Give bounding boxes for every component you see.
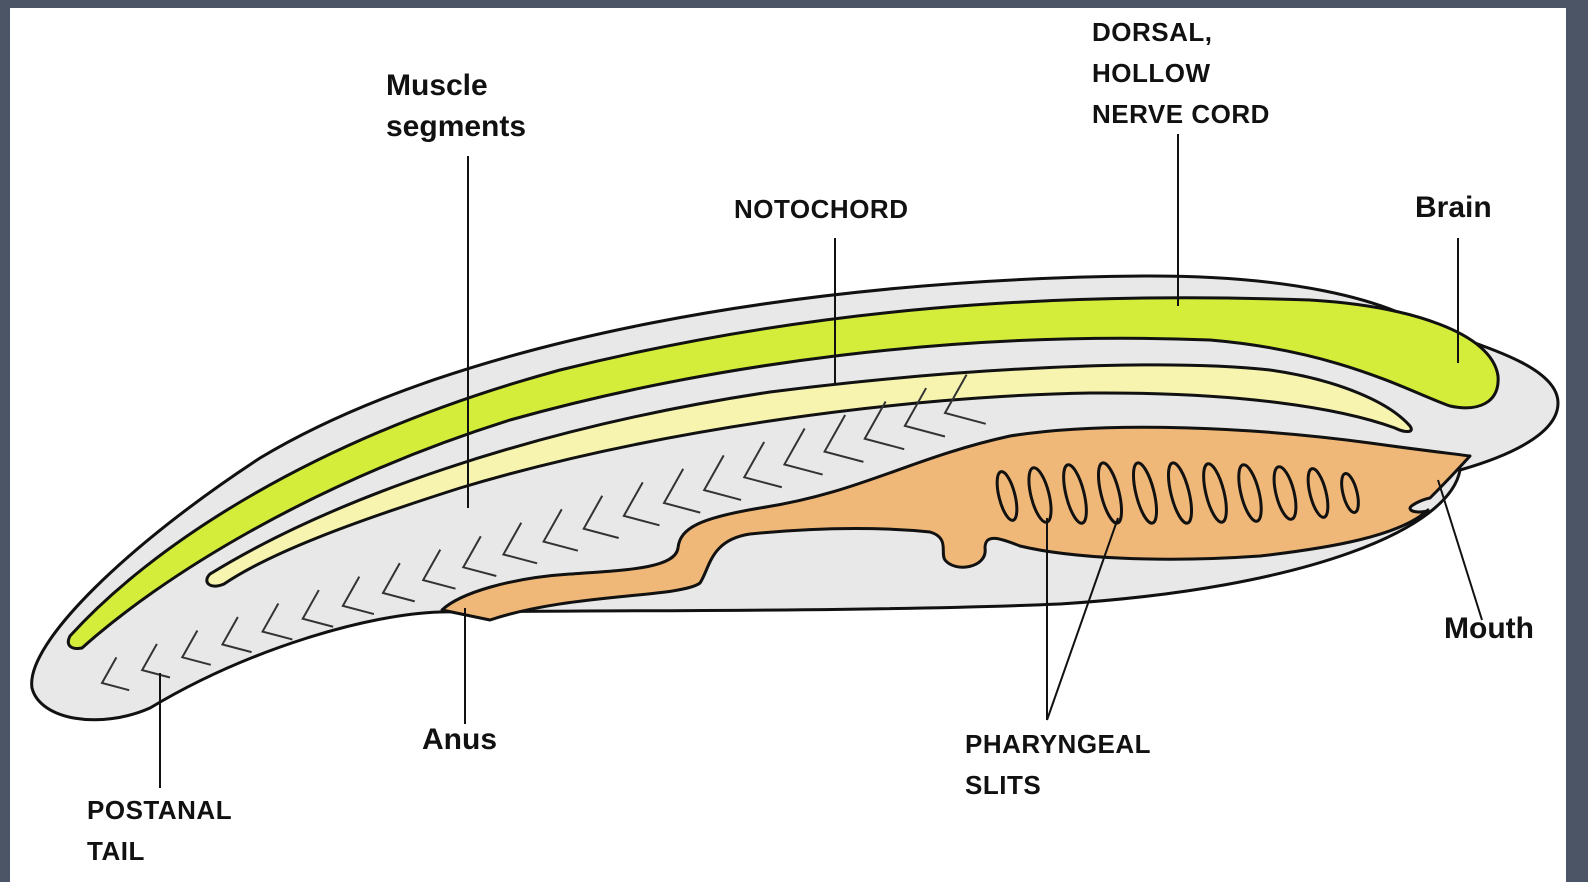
- diagram-frame: Muscle segments DORSAL, HOLLOW NERVE COR…: [10, 8, 1566, 882]
- label-line: Muscle: [386, 65, 526, 106]
- label-line: Mouth: [1444, 608, 1534, 649]
- label-line: Brain: [1415, 187, 1492, 228]
- label-anus: Anus: [422, 719, 497, 760]
- chordate-diagram: [10, 8, 1566, 882]
- label-postanal-tail: POSTANAL TAIL: [87, 790, 232, 872]
- label-line: segments: [386, 106, 526, 147]
- label-line: NERVE CORD: [1092, 94, 1270, 135]
- label-line: DORSAL,: [1092, 12, 1270, 53]
- label-line: NOTOCHORD: [734, 189, 908, 230]
- label-brain: Brain: [1415, 187, 1492, 228]
- label-line: HOLLOW: [1092, 53, 1270, 94]
- label-line: PHARYNGEAL: [965, 724, 1151, 765]
- label-notochord: NOTOCHORD: [734, 189, 908, 230]
- label-line: SLITS: [965, 765, 1151, 806]
- label-line: POSTANAL: [87, 790, 232, 831]
- label-line: TAIL: [87, 831, 232, 872]
- label-line: Anus: [422, 719, 497, 760]
- leader-line-mouth: [1438, 480, 1482, 620]
- label-muscle-segments: Muscle segments: [386, 65, 526, 147]
- label-mouth: Mouth: [1444, 608, 1534, 649]
- label-pharyngeal-slits: PHARYNGEAL SLITS: [965, 724, 1151, 806]
- label-dorsal-nerve-cord: DORSAL, HOLLOW NERVE CORD: [1092, 12, 1270, 135]
